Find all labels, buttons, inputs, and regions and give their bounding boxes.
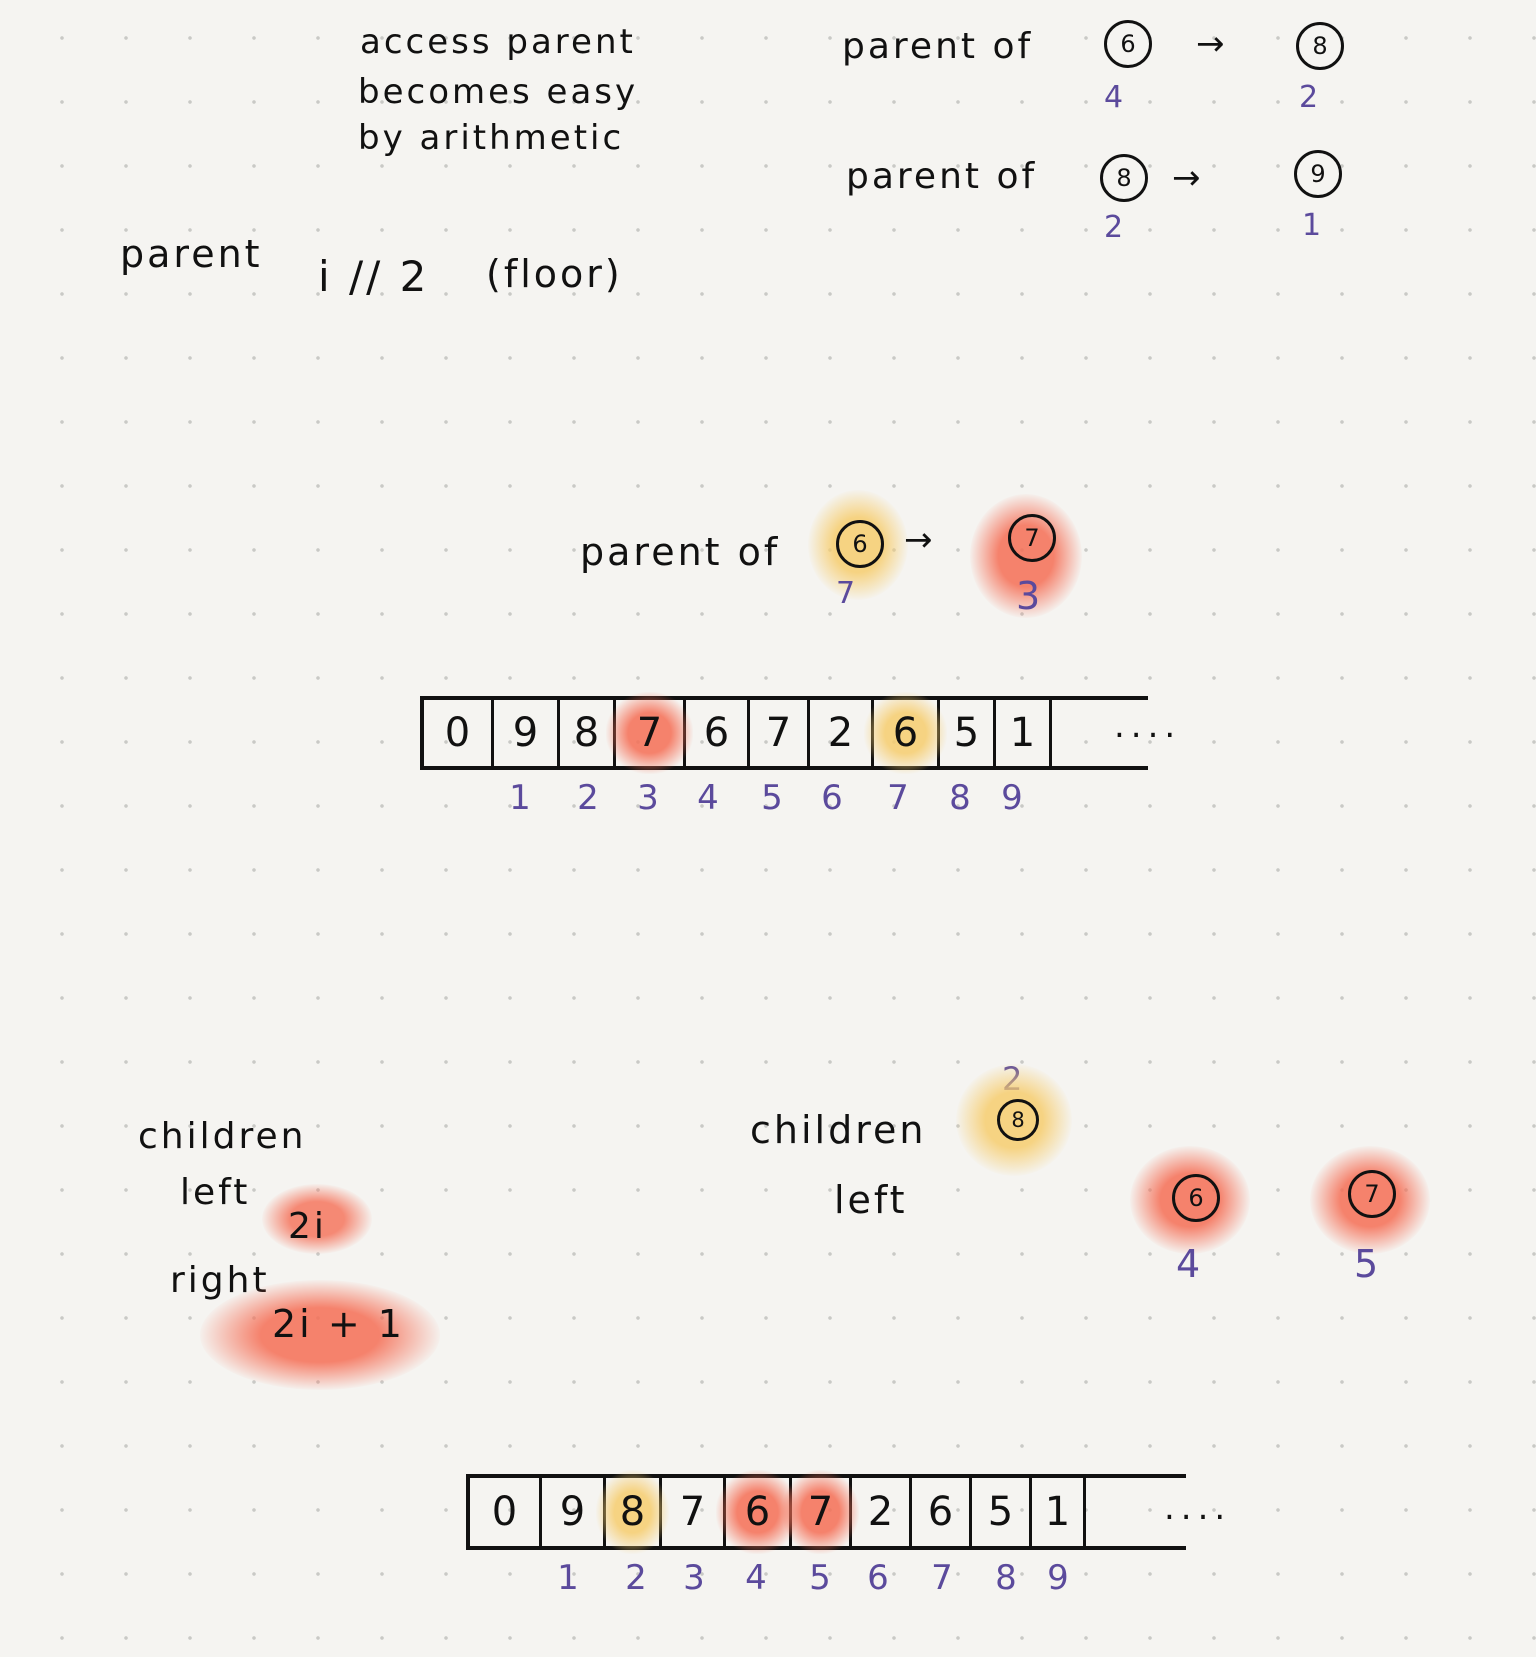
- children-example-left-child-index: 4: [1176, 1242, 1201, 1286]
- example-mid-arrow: →: [904, 520, 933, 560]
- array-bottom-index: 8: [995, 1558, 1017, 1598]
- example-1-to-index: 2: [1299, 80, 1319, 115]
- children-formula-title: children: [138, 1116, 307, 1157]
- array-top-index: 9: [1001, 778, 1023, 818]
- array-cell: 0: [424, 700, 494, 766]
- children-left-expression: 2i: [288, 1206, 327, 1247]
- example-2-to-index: 1: [1302, 208, 1322, 243]
- children-right-expression: 2i + 1: [272, 1302, 405, 1346]
- array-top-index: 8: [949, 778, 971, 818]
- array-top-index: 1: [509, 778, 531, 818]
- example-1-arrow: →: [1196, 24, 1225, 64]
- parent-formula-note: (floor): [486, 252, 623, 296]
- array-cell: 6: [686, 700, 750, 766]
- note-line-2: becomes easy: [358, 72, 639, 112]
- children-example-left-label: left: [834, 1178, 908, 1222]
- array-cell-highlight-red: 7: [606, 692, 693, 774]
- example-1-from-index: 4: [1104, 80, 1124, 115]
- highlight-left-expr: [262, 1184, 372, 1254]
- parent-formula-expression: i // 2: [318, 252, 430, 301]
- array-cell-highlight-yellow: 6: [864, 692, 947, 774]
- example-2-from-node: 8: [1100, 154, 1148, 202]
- example-2-arrow: →: [1172, 158, 1201, 198]
- array-bottom-ellipsis: ....: [1164, 1488, 1232, 1528]
- array-top-index: 6: [821, 778, 843, 818]
- example-1-from-node: 6: [1104, 20, 1152, 68]
- array-bottom-index: 9: [1047, 1558, 1069, 1598]
- array-bottom-index: 2: [625, 1558, 647, 1598]
- array-cell: 5: [940, 700, 996, 766]
- heap-array-bottom: 0 9 8 7 6 7 2 6 5 1: [466, 1470, 1186, 1554]
- heap-array-top: 0 9 8 7 6 7 2 6 5 1: [420, 692, 1148, 774]
- array-cell: 5: [972, 1478, 1032, 1546]
- array-bottom-index: 6: [867, 1558, 889, 1598]
- array-cell: 0: [470, 1478, 542, 1546]
- example-1-label: parent of: [842, 26, 1034, 67]
- array-top-index: 2: [577, 778, 599, 818]
- array-cell: 1: [996, 700, 1052, 766]
- children-example-right-child-node: 7: [1348, 1170, 1396, 1218]
- array-top-index: 3: [637, 778, 659, 818]
- array-cell-highlight-yellow: 8: [596, 1470, 669, 1554]
- array-bottom-index: 7: [931, 1558, 953, 1598]
- children-example-title: children: [750, 1108, 927, 1152]
- children-example-right-child-index: 5: [1354, 1242, 1379, 1286]
- array-cell: 9: [494, 700, 560, 766]
- array-bottom-index: 3: [683, 1558, 705, 1598]
- array-bottom-index: 4: [745, 1558, 767, 1598]
- array-cell: 2: [852, 1478, 912, 1546]
- array-cell: 6: [912, 1478, 972, 1546]
- example-mid-to-index: 3: [1016, 574, 1041, 618]
- parent-formula-label: parent: [120, 232, 263, 276]
- note-line-1: access parent: [360, 22, 636, 62]
- example-mid-to-node: 7: [1008, 514, 1056, 562]
- array-bottom-index: 5: [809, 1558, 831, 1598]
- example-2-to-node: 9: [1294, 150, 1342, 198]
- example-mid-from-node: 6: [836, 520, 884, 568]
- example-mid-from-index: 7: [836, 576, 856, 611]
- array-top-index: 4: [697, 778, 719, 818]
- note-line-3: by arithmetic: [358, 118, 625, 158]
- example-2-from-index: 2: [1104, 210, 1124, 245]
- example-1-to-node: 8: [1296, 22, 1344, 70]
- highlight-right-expr: [200, 1280, 440, 1390]
- children-left-label: left: [180, 1172, 251, 1213]
- array-top-ellipsis: ....: [1114, 706, 1182, 746]
- array-top-index: 7: [887, 778, 909, 818]
- array-bottom-index: 1: [557, 1558, 579, 1598]
- array-cell-highlight-red: 7: [782, 1470, 859, 1554]
- children-example-parent-node: 8: [997, 1099, 1039, 1141]
- example-mid-label: parent of: [580, 530, 781, 574]
- array-cell: 1: [1032, 1478, 1086, 1546]
- example-2-label: parent of: [846, 156, 1038, 197]
- children-example-left-child-node: 6: [1172, 1174, 1220, 1222]
- array-top-index: 5: [761, 778, 783, 818]
- array-cell: 7: [750, 700, 810, 766]
